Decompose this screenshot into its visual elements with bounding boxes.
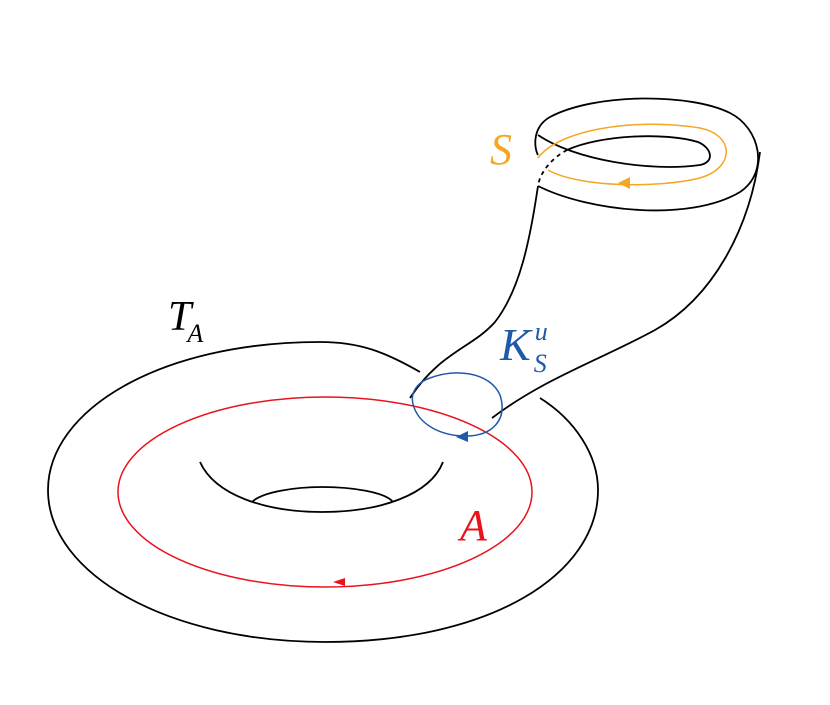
- torus-surface: [47, 341, 599, 643]
- torus-hole-lower-arc: [251, 486, 394, 503]
- cycle-s-arrow-icon: [618, 177, 630, 189]
- handle-hidden-edge: [537, 149, 568, 187]
- cycle-knot: [411, 372, 503, 442]
- torus-label: TA: [168, 294, 203, 348]
- tube-right-edge: [491, 151, 761, 419]
- tube-left-edge: [409, 185, 539, 399]
- handle-inner-lip: [537, 134, 711, 168]
- torus-outer-edge: [47, 341, 599, 643]
- knot-label-sub: S: [534, 349, 547, 378]
- torus-label-sub: A: [185, 319, 203, 348]
- cycle-knot-loop: [411, 372, 503, 437]
- knot-label-main: K: [499, 319, 533, 370]
- cycle-s: [537, 123, 727, 189]
- torus-label-main: T: [168, 294, 194, 340]
- tube-surface: [409, 97, 761, 419]
- cycle-a-arrow-icon: [333, 578, 345, 586]
- cycle-knot-arrow-icon: [456, 431, 468, 442]
- cycle-a-loop: [117, 396, 533, 588]
- cycle-s-label: S: [490, 125, 512, 174]
- torus-hole-upper-arc: [199, 461, 444, 513]
- cycle-a: [117, 396, 533, 588]
- knot-label-sup: u: [535, 317, 548, 346]
- cycle-s-loop: [537, 123, 727, 186]
- cycle-a-label: A: [457, 501, 488, 550]
- handle-outer-rim: [534, 97, 759, 212]
